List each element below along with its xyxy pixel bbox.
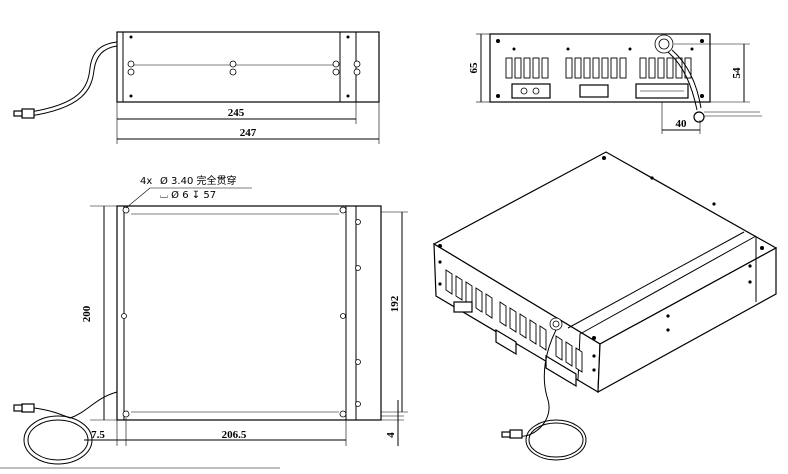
front-view-body <box>116 205 382 421</box>
dim-front-bottom-offset: 4 <box>385 432 397 438</box>
front-fiber-cable <box>69 391 118 419</box>
rear-connectors <box>511 83 689 99</box>
fiber-connector <box>21 108 35 119</box>
rear-vent-slots <box>505 57 692 79</box>
dim-rear-port-height: 54 <box>731 67 743 79</box>
dim-rear-cable-offset: 40 <box>676 118 688 130</box>
hole-count: 4x <box>140 176 152 187</box>
iso-vent-slots <box>445 269 583 373</box>
dim-rear-height: 65 <box>468 62 480 74</box>
hole-callout: 4x Ø 3.40 完全贯穿 ⌴ Ø 6 ↧ 57 <box>125 174 252 209</box>
dim-front-left-offset: 7.5 <box>91 429 105 441</box>
dim-top-inner-width: 245 <box>228 107 245 119</box>
db9-connector <box>579 84 609 98</box>
iso-side-face <box>597 246 777 394</box>
dim-top-outer-width: 247 <box>240 127 257 139</box>
iso-db9-connector <box>495 328 517 356</box>
rear-view: 65 54 40 <box>468 33 762 134</box>
iso-fiber-connector <box>509 429 523 439</box>
fiber-cable <box>29 41 118 113</box>
fiber-connector-end <box>693 111 705 123</box>
isometric-view <box>432 151 778 461</box>
iso-screws <box>438 156 764 372</box>
dim-front-hole-span: 206.5 <box>222 429 247 441</box>
front-fiber-connector <box>21 403 35 413</box>
iso-power-connector <box>453 301 473 313</box>
front-mounting-holes <box>121 206 361 418</box>
dim-front-side-height: 192 <box>389 295 401 312</box>
hole-counterbore-spec: ⌴ Ø 6 ↧ 57 <box>160 189 216 201</box>
top-view-screws <box>127 35 361 98</box>
iso-db25-connector <box>545 354 577 388</box>
power-connector <box>511 83 551 99</box>
hole-through-spec: Ø 3.40 完全贯穿 <box>160 174 237 187</box>
top-view: 245 247 <box>13 31 380 144</box>
dim-front-height: 200 <box>81 305 93 322</box>
front-view: 200 192 7.5 206.5 4 4x Ø 3.40 完全贯穿 ⌴ Ø 6… <box>13 174 408 465</box>
